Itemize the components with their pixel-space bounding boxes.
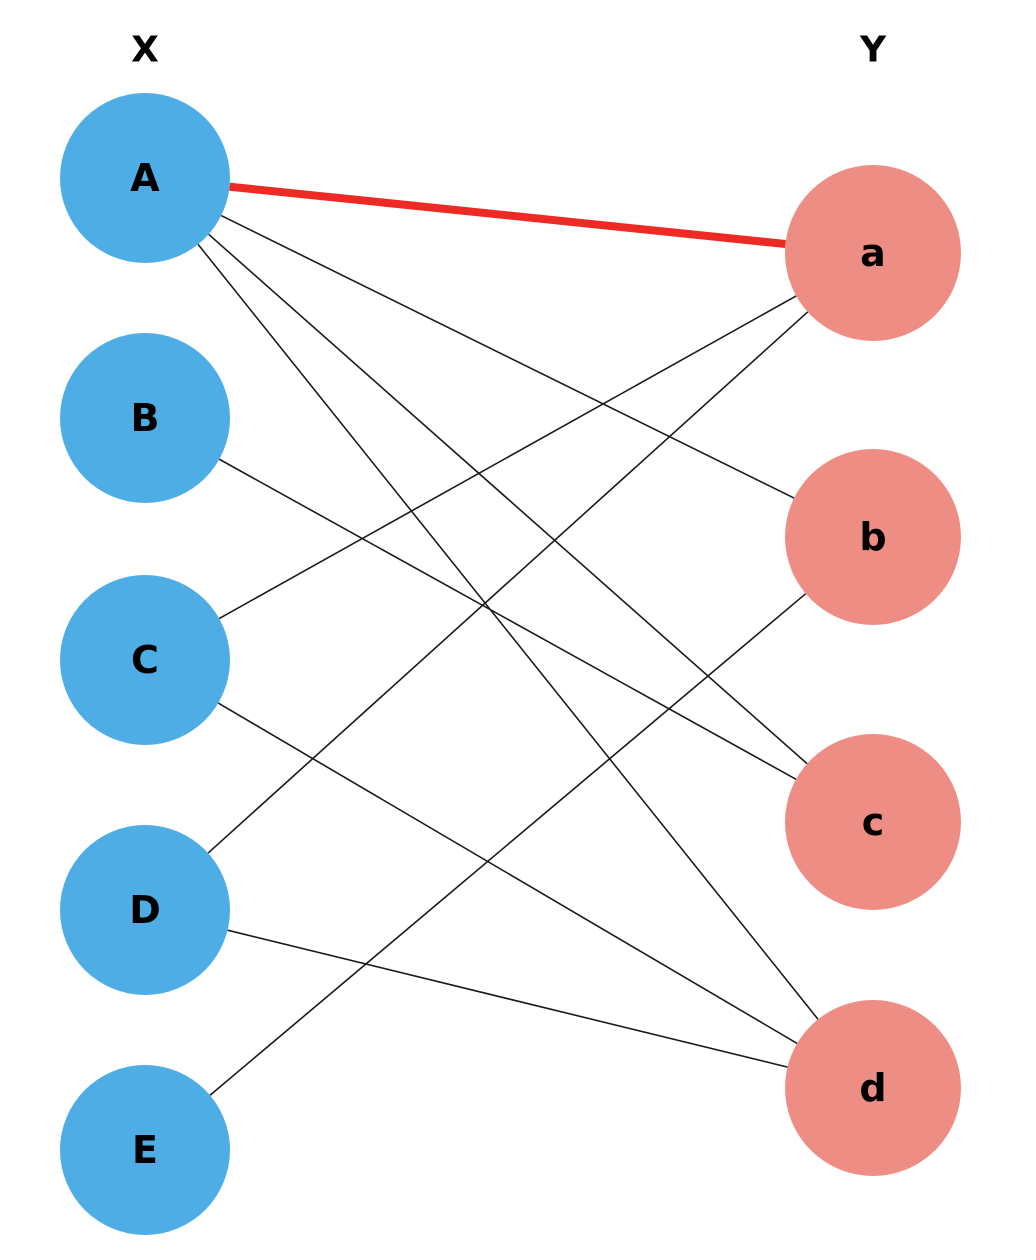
node-circle-D[interactable] — [60, 825, 230, 995]
edge-highlighted[interactable] — [229, 182, 786, 248]
node-C[interactable]: C — [60, 575, 230, 745]
node-b[interactable]: b — [785, 449, 961, 625]
node-label-A: A — [130, 156, 160, 200]
node-label-B: B — [131, 396, 160, 440]
edge[interactable] — [218, 295, 797, 620]
node-B[interactable]: B — [60, 333, 230, 503]
node-D[interactable]: D — [60, 825, 230, 995]
node-label-b: b — [859, 515, 886, 559]
node-label-a: a — [860, 231, 886, 275]
edge[interactable] — [227, 929, 788, 1068]
node-circle-a[interactable] — [785, 165, 961, 341]
edges-layer — [197, 182, 819, 1096]
node-circle-B[interactable] — [60, 333, 230, 503]
edge[interactable] — [197, 243, 819, 1020]
edge[interactable] — [217, 702, 798, 1045]
node-d[interactable]: d — [785, 1000, 961, 1176]
node-circle-A[interactable] — [60, 93, 230, 263]
node-circle-b[interactable] — [785, 449, 961, 625]
node-label-D: D — [129, 888, 161, 932]
node-circle-E[interactable] — [60, 1065, 230, 1235]
edge[interactable] — [220, 214, 795, 499]
set-labels-layer: X Y — [131, 30, 887, 71]
node-circle-d[interactable] — [785, 1000, 961, 1176]
node-circle-c[interactable] — [785, 734, 961, 910]
node-label-c: c — [862, 800, 885, 844]
set-label-x: X — [131, 30, 159, 71]
set-label-y: Y — [859, 30, 887, 71]
node-c[interactable]: c — [785, 734, 961, 910]
edge[interactable] — [209, 593, 807, 1096]
nodes-layer: A B C D Ea b c d — [60, 93, 961, 1235]
node-label-d: d — [859, 1066, 886, 1110]
node-label-E: E — [132, 1128, 158, 1172]
node-A[interactable]: A — [60, 93, 230, 263]
node-circle-C[interactable] — [60, 575, 230, 745]
edge[interactable] — [218, 458, 797, 780]
node-a[interactable]: a — [785, 165, 961, 341]
node-label-C: C — [131, 638, 159, 682]
node-E[interactable]: E — [60, 1065, 230, 1235]
edge[interactable] — [208, 233, 808, 765]
edge[interactable] — [207, 311, 809, 854]
